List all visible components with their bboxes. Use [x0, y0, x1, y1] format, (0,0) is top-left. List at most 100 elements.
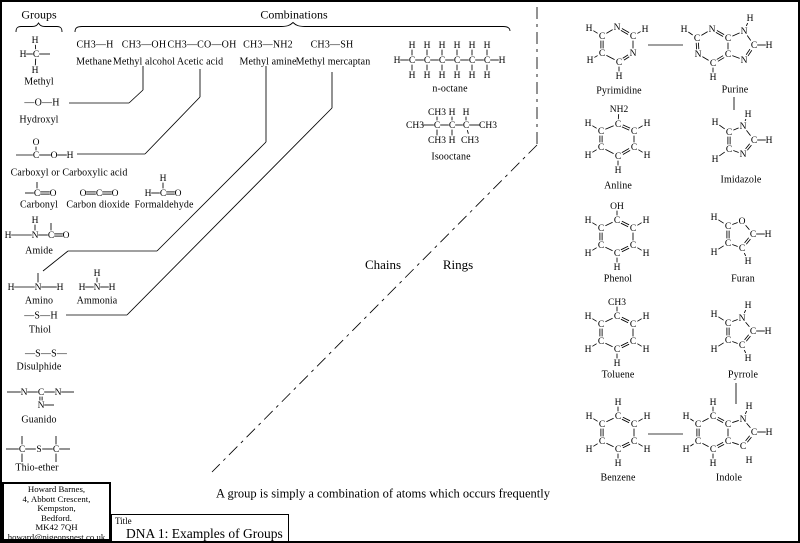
imidazole-atom-N: N: [740, 122, 747, 132]
carboxyl-atom-C: C: [33, 151, 39, 161]
carboxyl-atom-O: O: [33, 138, 40, 148]
pyrrole-atom-C: C: [725, 336, 731, 346]
amide-atom-C: C: [48, 231, 54, 241]
furan-atom-C: C: [739, 244, 745, 254]
disulphide-label: Disulphide: [16, 361, 62, 373]
methyl-atom-C: C: [33, 50, 39, 60]
amide-label: Amide: [25, 245, 53, 257]
thiol-label: Thiol: [28, 324, 52, 336]
formaldehyde-label: Formaldehyde: [134, 199, 194, 211]
pyrrole-atom-C: C: [739, 341, 745, 351]
phenol-atom-C: C: [614, 249, 620, 259]
indole-atom-N: N: [740, 415, 747, 425]
indole-atom-C: C: [751, 428, 757, 438]
amide-atom-H: H: [32, 216, 39, 226]
purine-atom-N: N: [709, 25, 716, 35]
isooctane-atom-C: C: [449, 121, 455, 131]
benzene-atom-H: H: [644, 445, 651, 455]
toluene-atom-C: C: [630, 337, 636, 347]
purine-atom-C: C: [725, 50, 731, 60]
toluene-atom-H: H: [585, 345, 592, 355]
methyl-alcohol-to-hydroxyl: [69, 66, 144, 104]
purine-label: Purine: [721, 84, 749, 96]
furan-atom-C: C: [750, 230, 756, 240]
phenol-atom-H: H: [585, 216, 592, 226]
n-octane-atom-H: H: [469, 41, 476, 51]
pyrimidine-atom-H: H: [642, 25, 649, 35]
methyl-amine-label: Methyl amine: [239, 56, 297, 68]
benzene-atom-H: H: [586, 412, 593, 422]
pyrrole-atom-N: N: [739, 314, 746, 324]
toluene-atom-C: C: [598, 337, 604, 347]
acetic-acid-to-carboxyl: [77, 69, 201, 155]
methane-formula: CH3—H: [76, 39, 114, 51]
purine-atom-N: N: [695, 50, 702, 60]
pyrrole-atom-C: C: [750, 327, 756, 337]
pyrrole-atom-H: H: [745, 354, 752, 364]
indole-atom-C: C: [725, 437, 731, 447]
phenol-atom-C: C: [630, 241, 636, 251]
address-email: howard@pigeonsnest.co.uk: [7, 531, 106, 542]
furan-atom-C: C: [725, 239, 731, 249]
indole-atom-H: H: [710, 398, 717, 408]
phenol-atom-H: H: [614, 263, 621, 273]
address-line: Howard Barnes,: [27, 484, 86, 494]
acetic-acid-label: Acetic acid: [176, 56, 224, 68]
carboxyl-atom-H: H: [67, 151, 74, 161]
benzene-atom-C: C: [599, 437, 605, 447]
purine-atom-C: C: [751, 41, 757, 51]
carbonyl-atom-O: O: [50, 189, 57, 199]
benzene-atom-H: H: [615, 398, 622, 408]
indole-atom-C: C: [695, 420, 701, 430]
amide-atom-H: H: [5, 231, 12, 241]
aniline-atom-C: C: [615, 120, 621, 130]
isooctane-atom-C: C: [463, 121, 469, 131]
furan-atom-H: H: [711, 248, 718, 258]
n-octane-atom-H: H: [484, 41, 491, 51]
isooctane-atom-H: H: [449, 108, 456, 118]
indole-atom-C: C: [710, 412, 716, 422]
ammonia-atom-H: H: [79, 283, 86, 293]
indole-atom-H: H: [746, 402, 753, 412]
indole-atom-H: H: [710, 459, 717, 469]
n-octane-atom-H: H: [394, 56, 401, 66]
imidazole-atom-H: H: [712, 118, 719, 128]
carbon-dioxide-atom-O: O: [112, 189, 119, 199]
ammonia-atom-N: N: [94, 283, 101, 293]
phenol-atom-H: H: [643, 216, 650, 226]
isooctane-atom-CH3: CH3: [461, 136, 479, 146]
toluene-atom-C: C: [598, 320, 604, 330]
benzene-atom-C: C: [631, 437, 637, 447]
benzene-atom-C: C: [615, 412, 621, 422]
purine-atom-H: H: [747, 14, 754, 24]
methyl-atom-H: H: [32, 66, 39, 76]
toluene-atom-H: H: [614, 359, 621, 369]
aniline-atom-C: C: [631, 143, 637, 153]
pyrrole-atom-H: H: [711, 345, 718, 355]
indole-atom-H: H: [766, 428, 773, 438]
indole-atom-H: H: [683, 445, 690, 455]
isooctane-label: Isooctane: [431, 151, 471, 163]
methane-label: Methane: [76, 56, 112, 68]
aniline-label: Anline: [604, 180, 632, 192]
n-octane-label: n-octane: [432, 83, 468, 95]
benzene-atom-C: C: [615, 445, 621, 455]
furan-label: Furan: [731, 273, 755, 285]
address-line: Bedford.: [40, 512, 73, 523]
formaldehyde-atom-H: H: [160, 174, 167, 184]
furan-atom-O: O: [739, 217, 746, 227]
combinations-brace: [74, 21, 511, 33]
hydroxyl-formula: —O—H: [24, 97, 60, 109]
thio-ether-atom-C: C: [19, 445, 25, 455]
groups-label: Groups: [21, 7, 57, 22]
indole-atom-C: C: [710, 445, 716, 455]
benzene-atom-H: H: [644, 412, 651, 422]
n-octane-atom-H: H: [424, 71, 431, 81]
n-octane-atom-H: H: [439, 71, 446, 81]
